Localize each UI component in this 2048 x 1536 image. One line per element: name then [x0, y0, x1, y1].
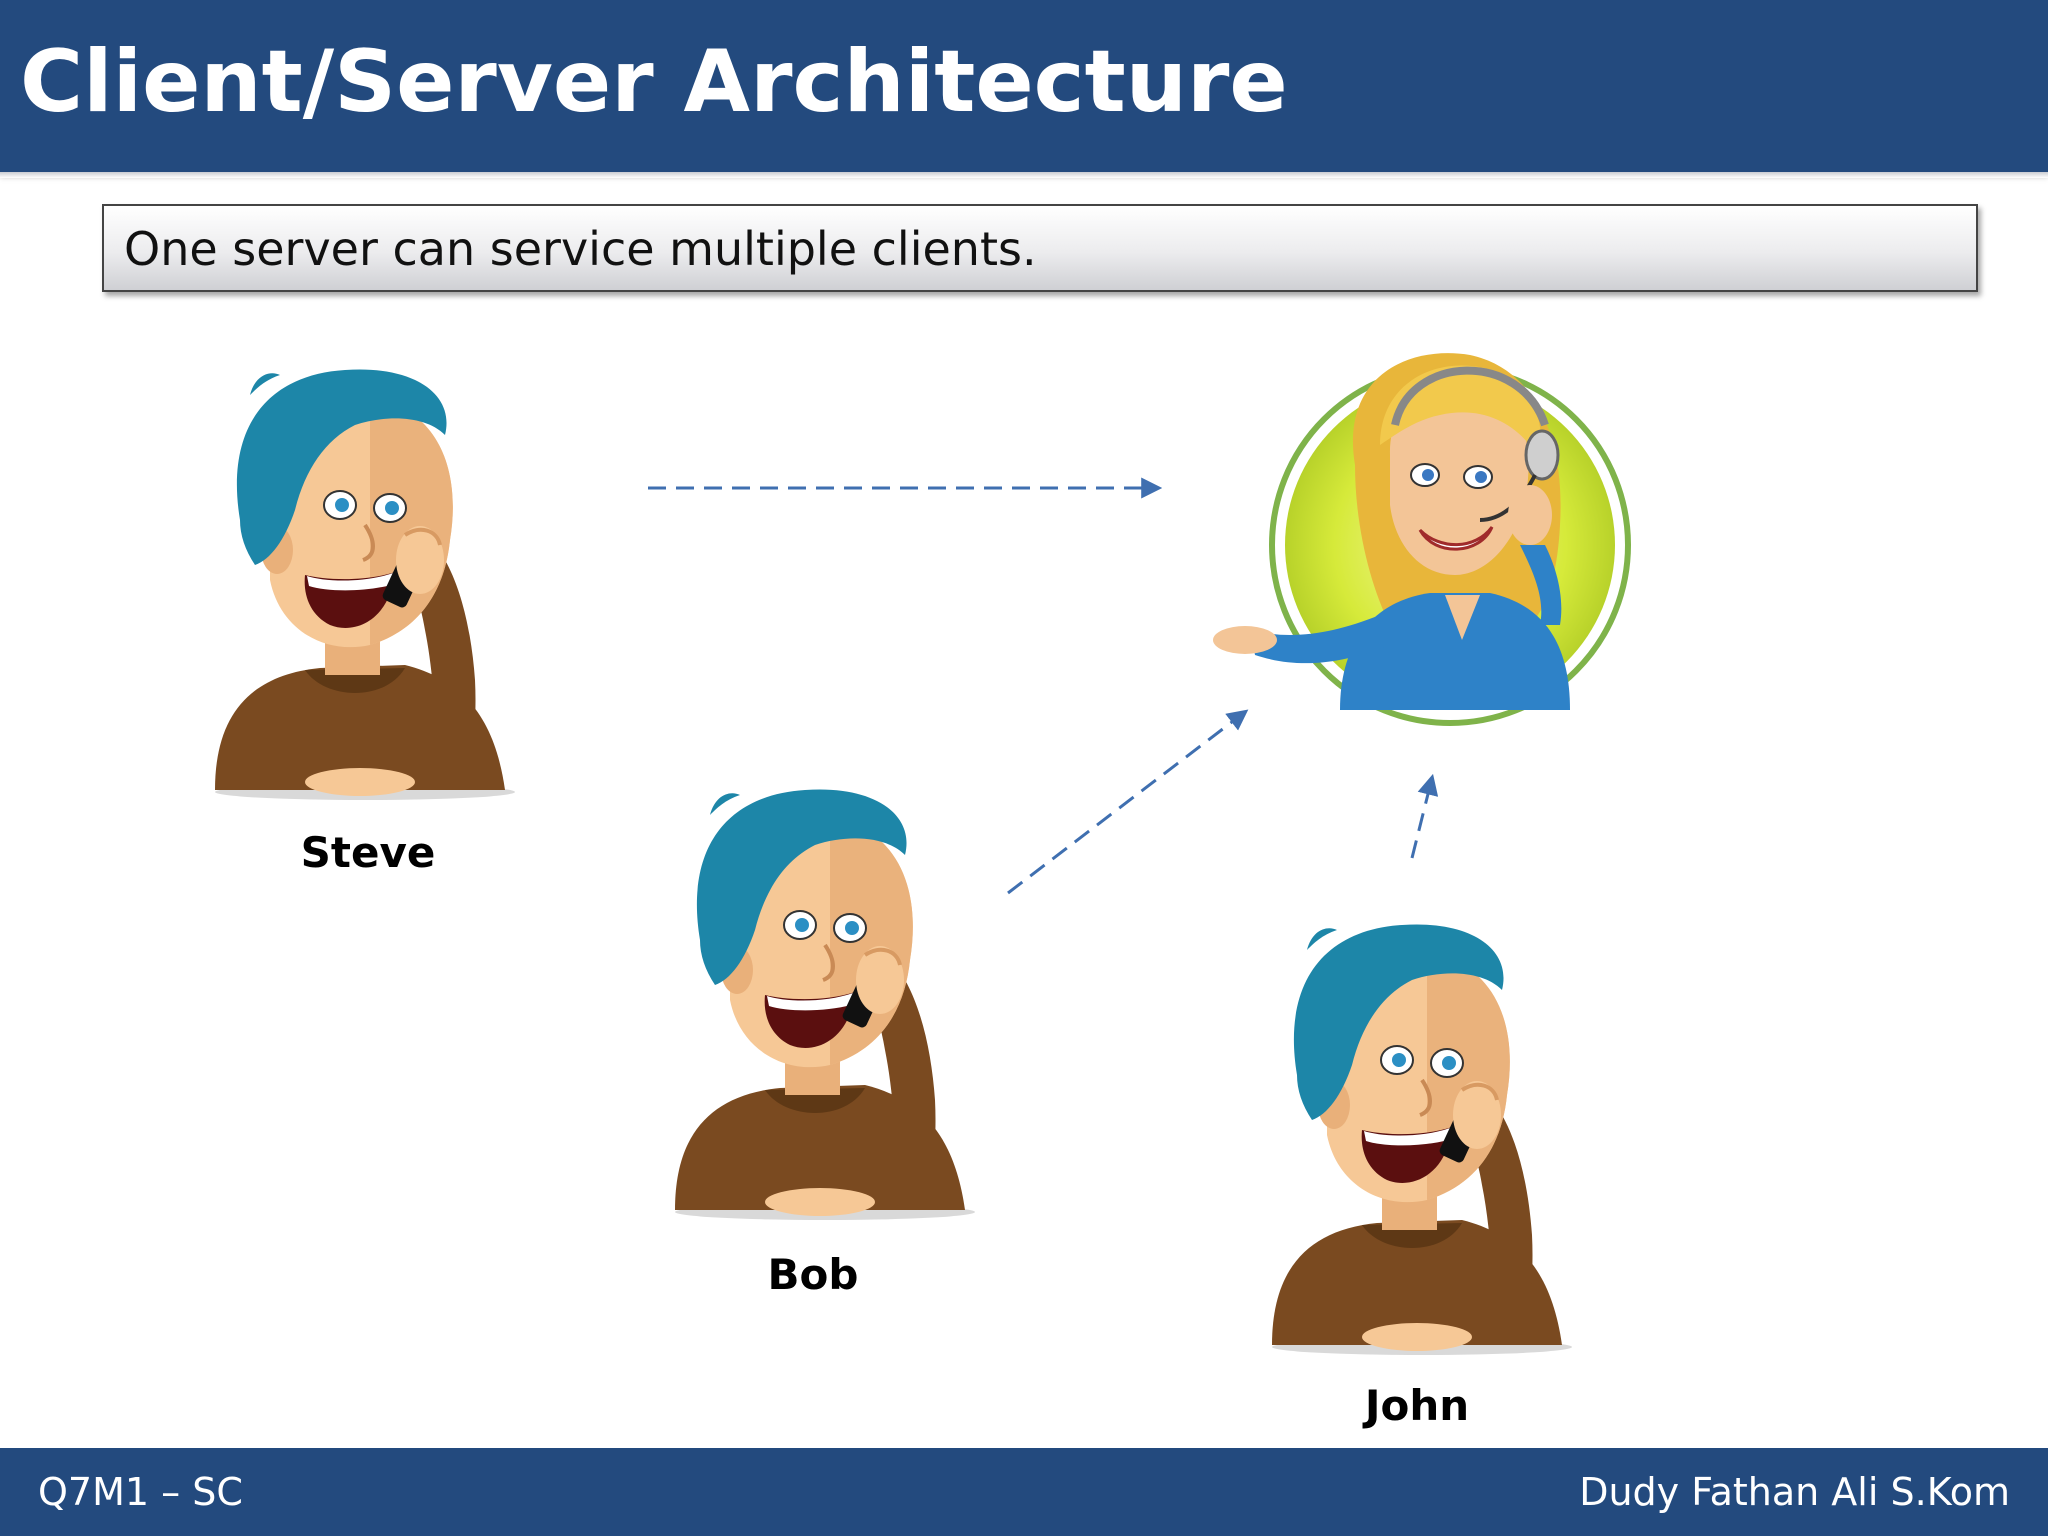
title-bar: Client/Server Architecture: [0, 0, 2048, 172]
title-bar-divider: [0, 172, 2048, 178]
person-on-phone-icon: [213, 367, 517, 802]
support-agent-icon: [1213, 353, 1631, 726]
client-name-steve: Steve: [300, 828, 436, 877]
footer-course-code: Q7M1 – SC: [38, 1470, 243, 1514]
person-on-phone-icon: [673, 787, 977, 1222]
footer-author: Dudy Fathan Ali S.Kom: [1579, 1470, 2010, 1514]
person-on-phone-icon: [1270, 922, 1574, 1357]
bob-to-server-arrow: [1007, 709, 1249, 895]
client-name-bob: Bob: [767, 1250, 859, 1299]
client-name-john: John: [1364, 1381, 1470, 1430]
subtitle-text: One server can service multiple clients.: [124, 222, 1037, 276]
footer-bar: Q7M1 – SC Dudy Fathan Ali S.Kom: [0, 1448, 2048, 1536]
subtitle-callout: One server can service multiple clients.: [102, 204, 1978, 292]
slide-title: Client/Server Architecture: [20, 32, 1288, 132]
john-to-server-arrow: [1410, 773, 1439, 859]
